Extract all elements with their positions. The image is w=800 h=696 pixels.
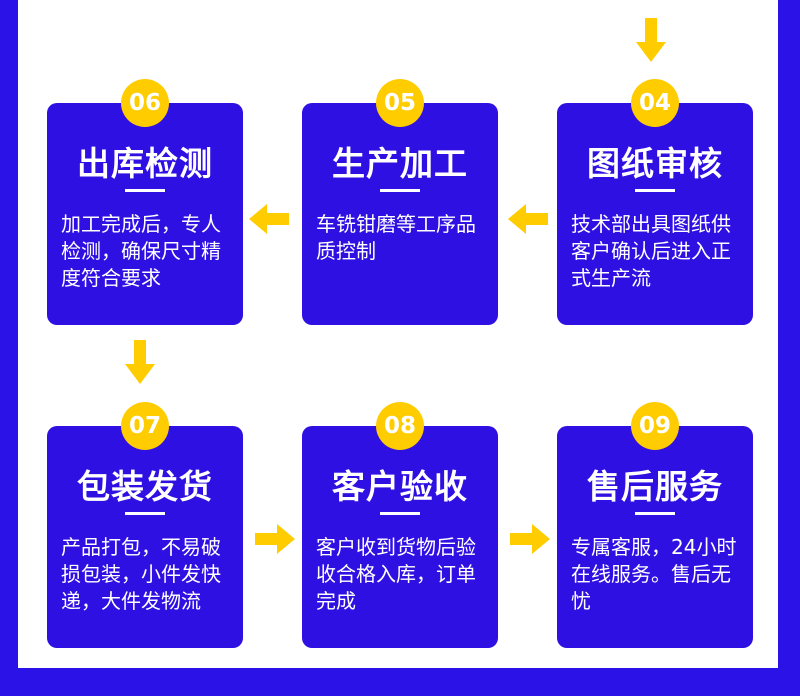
title-divider xyxy=(635,512,675,515)
step-title: 出库检测 xyxy=(77,144,213,183)
title-divider xyxy=(380,512,420,515)
title-divider xyxy=(635,189,675,192)
step-card-06: 06 出库检测 加工完成后，专人检测，确保尺寸精度符合要求 xyxy=(47,79,243,325)
step-card-09: 09 售后服务 专属客服，24小时在线服务。售后无忧 xyxy=(557,402,753,648)
title-divider xyxy=(125,512,165,515)
arrow-right-icon xyxy=(510,524,550,554)
step-number-badge: 09 xyxy=(631,402,679,450)
title-divider xyxy=(380,189,420,192)
step-number-badge: 07 xyxy=(121,402,169,450)
arrow-down-icon xyxy=(636,18,666,62)
step-number-badge: 05 xyxy=(376,79,424,127)
step-description: 技术部出具图纸供客户确认后进入正式生产流 xyxy=(571,212,731,290)
step-card-07: 07 包装发货 产品打包，不易破损包装，小件发快递，大件发物流 xyxy=(47,402,243,648)
step-description: 车铣钳磨等工序品质控制 xyxy=(316,212,476,263)
step-card-08: 08 客户验收 客户收到货物后验收合格入库，订单完成 xyxy=(302,402,498,648)
step-title: 生产加工 xyxy=(332,144,468,183)
step-title: 售后服务 xyxy=(587,467,723,506)
step-description: 专属客服，24小时在线服务。售后无忧 xyxy=(571,535,737,613)
title-divider xyxy=(125,189,165,192)
step-description: 客户收到货物后验收合格入库，订单完成 xyxy=(316,535,476,613)
step-card-04: 04 图纸审核 技术部出具图纸供客户确认后进入正式生产流 xyxy=(557,79,753,325)
arrow-down-icon xyxy=(125,340,155,384)
step-number-badge: 06 xyxy=(121,79,169,127)
step-description: 产品打包，不易破损包装，小件发快递，大件发物流 xyxy=(61,535,221,613)
arrow-left-icon xyxy=(249,204,289,234)
step-title: 包装发货 xyxy=(77,467,213,506)
step-card-05: 05 生产加工 车铣钳磨等工序品质控制 xyxy=(302,79,498,325)
arrow-right-icon xyxy=(255,524,295,554)
step-number-badge: 08 xyxy=(376,402,424,450)
arrow-left-icon xyxy=(508,204,548,234)
step-description: 加工完成后，专人检测，确保尺寸精度符合要求 xyxy=(61,212,221,290)
step-title: 图纸审核 xyxy=(587,144,723,183)
step-number-badge: 04 xyxy=(631,79,679,127)
step-title: 客户验收 xyxy=(332,467,468,506)
